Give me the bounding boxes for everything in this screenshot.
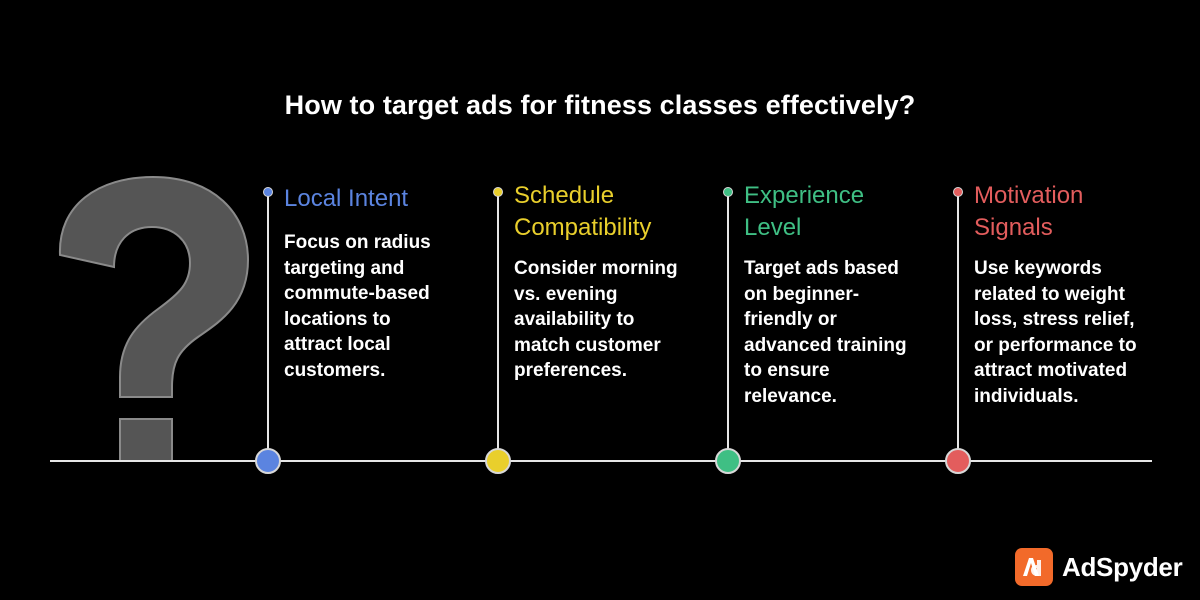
timeline-top-dot [493, 187, 503, 197]
timeline-top-dot [723, 187, 733, 197]
item-description-line: customers. [284, 359, 386, 381]
timeline-node [255, 448, 281, 474]
item-description-line: availability to [514, 309, 635, 330]
timeline-node [485, 448, 511, 474]
item-heading-line: Schedule [514, 182, 615, 209]
item-description: Focus on radius targeting and commute-base… [284, 230, 484, 383]
item-heading-line: Compatibility [514, 214, 652, 241]
brand: AdSpyder [1015, 548, 1183, 586]
timeline-node [715, 448, 741, 474]
item-description: Consider morning vs. evening availability … [514, 256, 714, 384]
item-description-line: Focus on radius [284, 232, 431, 253]
timeline-stem [727, 192, 729, 461]
item-description-line: Consider morning [514, 258, 678, 279]
timeline-stem [957, 192, 959, 461]
item-description-line: individuals. [974, 385, 1079, 407]
item-description-line: related to weight [974, 283, 1125, 305]
item-description-line: friendly or [744, 309, 837, 330]
item-description: Target ads based on beginner-friendly or a… [744, 256, 944, 409]
adspyder-logo-icon [1015, 548, 1053, 586]
item-description-line: Use keywords [974, 258, 1102, 279]
timeline-top-dot [263, 187, 273, 197]
item-description-line: match customer [514, 334, 661, 356]
item-heading-line: Level [744, 214, 802, 241]
item-description-line: commute-based [284, 283, 430, 304]
timeline-node [945, 448, 971, 474]
question-mark-icon [58, 175, 250, 462]
page-title: How to target ads for fitness classes ef… [284, 90, 916, 120]
item-heading-line: Signals [974, 214, 1053, 241]
item-description-line: targeting and [284, 257, 405, 279]
item-heading-line: Motivation [974, 182, 1084, 209]
timeline-stem [267, 192, 269, 461]
item-description-line: on beginner- [744, 283, 860, 305]
item-description-line: vs. evening [514, 283, 618, 305]
item-description-line: advanced training [744, 334, 907, 356]
timeline-baseline [50, 460, 1152, 462]
item-heading-line: Experience [744, 182, 865, 209]
item-description-line: loss, stress relief, [974, 309, 1135, 330]
item-description-line: preferences. [514, 360, 628, 381]
brand-name: AdSpyder [1062, 551, 1183, 582]
timeline-top-dot [953, 187, 963, 197]
item-description-line: relevance. [744, 385, 837, 407]
item-description-line: Target ads based [744, 258, 899, 279]
item-description: Use keywords related to weight loss, stres… [974, 256, 1174, 409]
item-heading: Local Intent [284, 183, 408, 215]
item-description-line: attract local [284, 334, 391, 355]
timeline-stem [497, 192, 499, 461]
item-description-line: or performance to [974, 334, 1137, 356]
item-description-line: attract motivated [974, 360, 1128, 381]
item-description-line: to ensure [744, 360, 830, 381]
item-heading-line: Local Intent [284, 185, 409, 212]
item-description-line: locations to [284, 308, 391, 330]
